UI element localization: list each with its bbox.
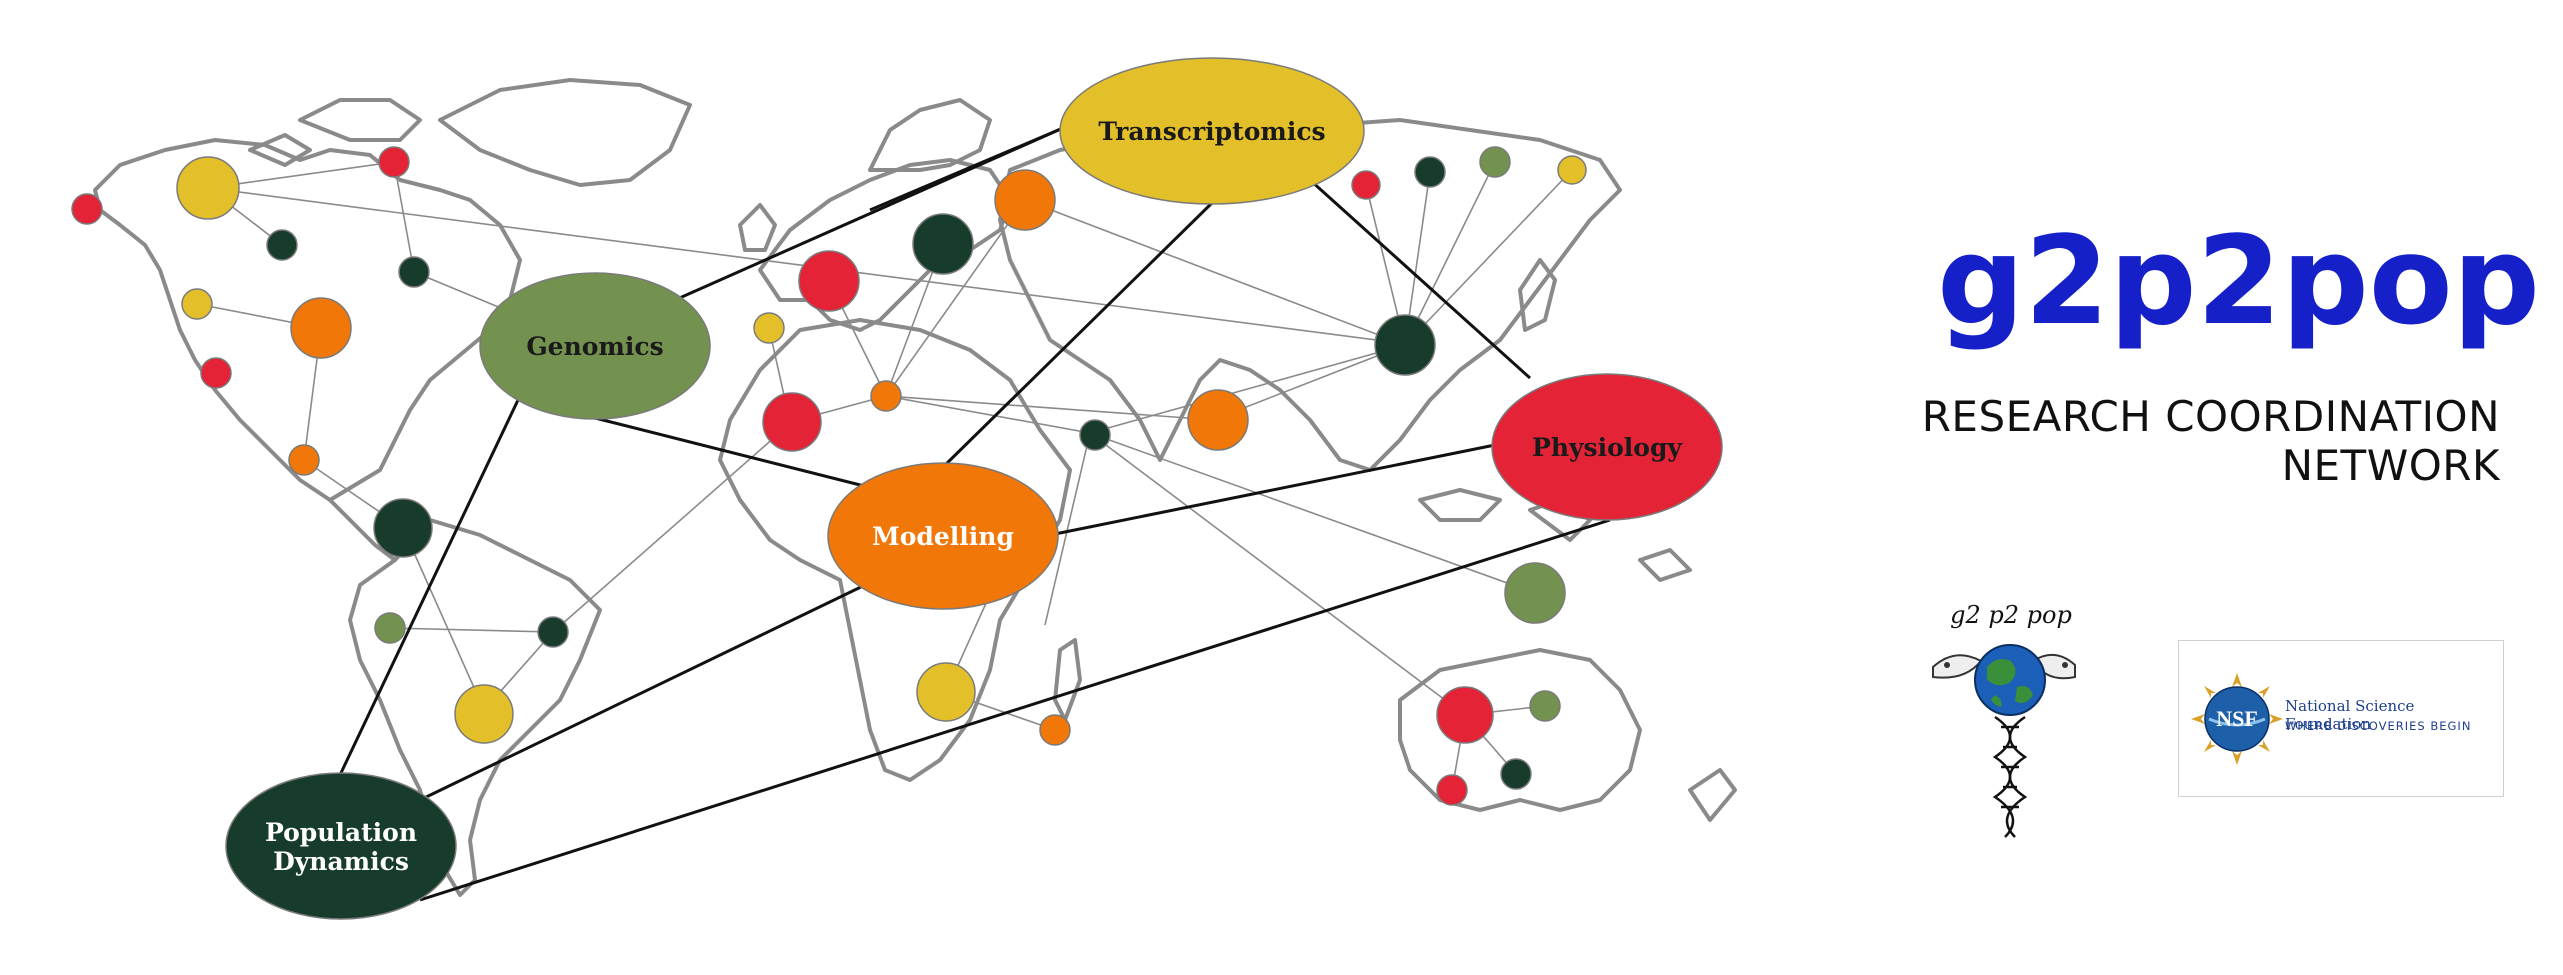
- network-node: [1414, 156, 1446, 188]
- hubs: Transcriptomics Genomics Physiology Mode…: [225, 57, 1723, 920]
- network-node: [1351, 170, 1381, 200]
- madagascar-outline: [1053, 638, 1082, 722]
- greenland-outline: [438, 78, 692, 187]
- japan-outline: [1518, 258, 1557, 332]
- network-node: [181, 288, 213, 320]
- network-node: [1479, 146, 1511, 178]
- britain-outline: [738, 203, 777, 252]
- world-map-outline: [93, 78, 1737, 897]
- hub-physiology: Physiology: [1491, 373, 1723, 521]
- network-node: [1436, 686, 1494, 744]
- network-node: [1436, 774, 1468, 806]
- hub-connection-lines: [338, 126, 1611, 902]
- network-node: [374, 612, 406, 644]
- network-node: [1187, 389, 1249, 451]
- network-node: [454, 684, 514, 744]
- australia-outline: [1398, 648, 1642, 812]
- hub-population-dynamics-label-line2: Dynamics: [273, 847, 409, 876]
- network-node: [373, 498, 433, 558]
- network-node: [1039, 714, 1071, 746]
- network-node: [266, 229, 298, 261]
- brand-title: g2p2pop: [1937, 210, 2540, 352]
- hub-genomics: Genomics: [479, 272, 711, 420]
- network-node: [537, 616, 569, 648]
- network-node: [870, 380, 902, 412]
- asia-outline: [998, 118, 1622, 472]
- network-node: [176, 156, 240, 220]
- network-node: [1557, 155, 1587, 185]
- hub-modelling-label: Modelling: [872, 522, 1014, 551]
- fish-icon: [1932, 654, 1983, 679]
- hub-transcriptomics: Transcriptomics: [1059, 57, 1365, 205]
- arctic-islands-outline: [248, 98, 422, 167]
- hub-genomics-label: Genomics: [526, 332, 663, 361]
- network-node: [1374, 314, 1436, 376]
- network-node: [994, 169, 1056, 231]
- network-node: [1504, 562, 1566, 624]
- network-node: [398, 256, 430, 288]
- network-node: [762, 392, 822, 452]
- network-node: [290, 297, 352, 359]
- hub-population-dynamics: Population Dynamics: [225, 772, 457, 920]
- nsf-acronym: NSF: [2216, 706, 2258, 731]
- network-node: [1500, 758, 1532, 790]
- network-node: [798, 250, 860, 312]
- hub-physiology-label: Physiology: [1532, 433, 1683, 462]
- network-node: [753, 312, 785, 344]
- network-node: [912, 213, 974, 275]
- nsf-name: National Science Foundation: [2285, 697, 2415, 733]
- network-node: [1529, 690, 1561, 722]
- network-node: [378, 146, 410, 178]
- g2p2pop-logo: g2 p2 pop: [1932, 601, 2076, 838]
- central-america-outline: [328, 498, 397, 562]
- dna-icon: [1992, 715, 2028, 838]
- scandinavia-outline: [868, 98, 992, 172]
- nsf-tagline: WHERE DISCOVERIES BEGIN: [2285, 719, 2472, 733]
- new-zealand-outline: [1688, 768, 1737, 822]
- nsf-seal-icon: NSF: [2191, 673, 2283, 765]
- hub-modelling: Modelling: [827, 462, 1059, 610]
- network-nodes: [71, 146, 1587, 806]
- network-node: [71, 193, 103, 225]
- network-node: [200, 357, 232, 389]
- africa-outline: [718, 318, 1072, 782]
- network-node: [916, 662, 976, 722]
- nsf-logo-card: NSF National Science Foundation WHERE DI…: [2178, 640, 2504, 797]
- logo-text: g2 p2 pop: [1950, 601, 2072, 629]
- south-america-outline: [348, 518, 602, 897]
- hub-population-dynamics-label-line1: Population: [265, 818, 417, 847]
- network-node: [288, 444, 320, 476]
- network-node: [1079, 419, 1111, 451]
- brand-subtitle: RESEARCH COORDINATION NETWORK: [1921, 392, 2500, 490]
- hub-transcriptomics-label: Transcriptomics: [1098, 117, 1325, 146]
- globe-icon: [1974, 644, 2046, 716]
- north-america-outline: [93, 138, 522, 502]
